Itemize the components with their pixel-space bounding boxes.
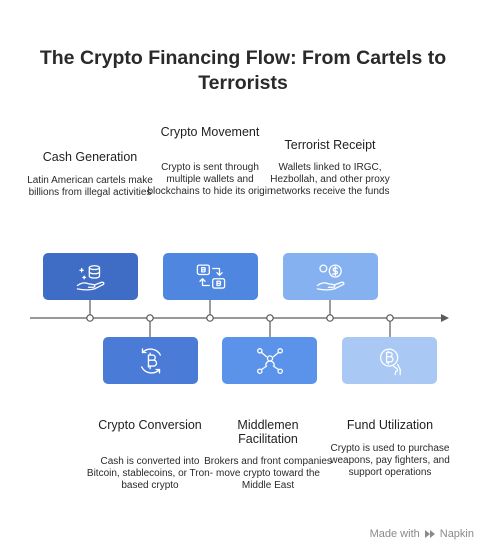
made-with-napkin: Made with Napkin xyxy=(370,528,474,540)
network-hub-icon xyxy=(256,347,283,374)
receive-money-icon xyxy=(316,263,344,291)
timeline-node-1 xyxy=(86,314,94,322)
timeline-arrowhead xyxy=(441,314,449,322)
footer-brand: Napkin xyxy=(439,528,474,540)
money-hand-icon xyxy=(76,264,104,291)
bitcoin-hand-icon xyxy=(379,347,401,375)
step-5-description: Wallets linked to IRGC, Hezbollah, and o… xyxy=(270,162,390,197)
step-3-title: Crypto Movement xyxy=(160,125,260,139)
step-6-description: Crypto is used to purchase weapons, pay … xyxy=(330,443,450,478)
step-4-box xyxy=(222,337,317,384)
step-1-description: Latin American cartels make billions fro… xyxy=(27,175,153,198)
timeline-node-6 xyxy=(386,314,394,322)
footer-text: Made with xyxy=(369,528,420,540)
step-2-box xyxy=(103,337,198,384)
step-6-title: Fund Utilization xyxy=(346,418,434,432)
step-6-box xyxy=(342,337,437,384)
step-2-description: Cash is converted into Bitcoin, stableco… xyxy=(86,456,214,491)
bitcoin-cycle-icon xyxy=(140,347,161,374)
step-1-box xyxy=(43,253,138,300)
napkin-logo-icon xyxy=(424,530,435,538)
timeline-node-3 xyxy=(206,314,214,322)
timeline-node-5 xyxy=(326,314,334,322)
step-4-description: Brokers and front companies move crypto … xyxy=(204,456,332,491)
wallet-transfer-icon xyxy=(196,263,225,289)
page-title: The Crypto Financing Flow: From Cartels … xyxy=(39,47,447,94)
step-5-box xyxy=(283,253,378,300)
step-4-title: Middlemen Facilitation xyxy=(237,418,299,446)
step-3-box xyxy=(163,253,258,300)
step-3-description: Crypto is sent through multiple wallets … xyxy=(147,162,273,197)
step-5-title: Terrorist Receipt xyxy=(284,138,376,152)
timeline-node-2 xyxy=(146,314,154,322)
timeline-node-4 xyxy=(266,314,274,322)
step-1-title: Cash Generation xyxy=(42,150,138,164)
step-2-title: Crypto Conversion xyxy=(98,418,202,432)
